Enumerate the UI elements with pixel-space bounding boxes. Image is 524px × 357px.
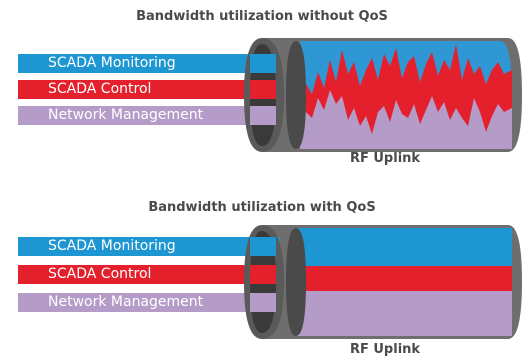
stream-monitoring: SCADA Monitoring	[18, 237, 278, 256]
stream-label-control: SCADA Control	[48, 266, 152, 282]
uplink-label: RF Uplink	[349, 342, 421, 357]
stream-management: Network Management	[18, 293, 278, 312]
management-traffic-area	[300, 90, 512, 149]
pipe-inner-rim	[286, 41, 306, 149]
monitoring-band	[296, 228, 512, 266]
pipe-front-ring	[244, 38, 284, 152]
stream-label-control: SCADA Control	[48, 81, 152, 97]
stream-label-monitoring: SCADA Monitoring	[48, 55, 176, 71]
stream-label-monitoring: SCADA Monitoring	[48, 238, 176, 254]
stream-label-management: Network Management	[48, 294, 204, 310]
panel-with-qos: Bandwidth utilization with QoS SCADA Mon…	[0, 177, 524, 357]
panel-title: Bandwidth utilization with QoS	[148, 200, 376, 215]
stream-label-management: Network Management	[48, 107, 204, 123]
uplink-label: RF Uplink	[349, 151, 421, 166]
stream-bar-management	[18, 293, 280, 312]
panel-without-qos: Bandwidth utilization without QoS SCADA …	[0, 0, 524, 166]
stream-control: SCADA Control	[18, 80, 278, 99]
panel-title: Bandwidth utilization without QoS	[136, 9, 388, 24]
control-band	[296, 266, 512, 291]
uplink-pipe-without-qos	[18, 38, 522, 152]
uplink-pipe-with-qos	[18, 225, 522, 339]
stream-bar-control	[18, 80, 280, 99]
stream-management: Network Management	[18, 106, 278, 125]
stream-monitoring: SCADA Monitoring	[18, 54, 278, 73]
stream-bar-monitoring	[18, 54, 280, 73]
pipe-front-ring	[244, 225, 284, 339]
stream-bar-management	[18, 106, 280, 125]
stream-control: SCADA Control	[18, 265, 278, 284]
stream-bar-control	[18, 265, 280, 284]
management-band	[296, 291, 512, 336]
pipe-inner-rim	[286, 228, 306, 336]
stream-bar-monitoring	[18, 237, 280, 256]
